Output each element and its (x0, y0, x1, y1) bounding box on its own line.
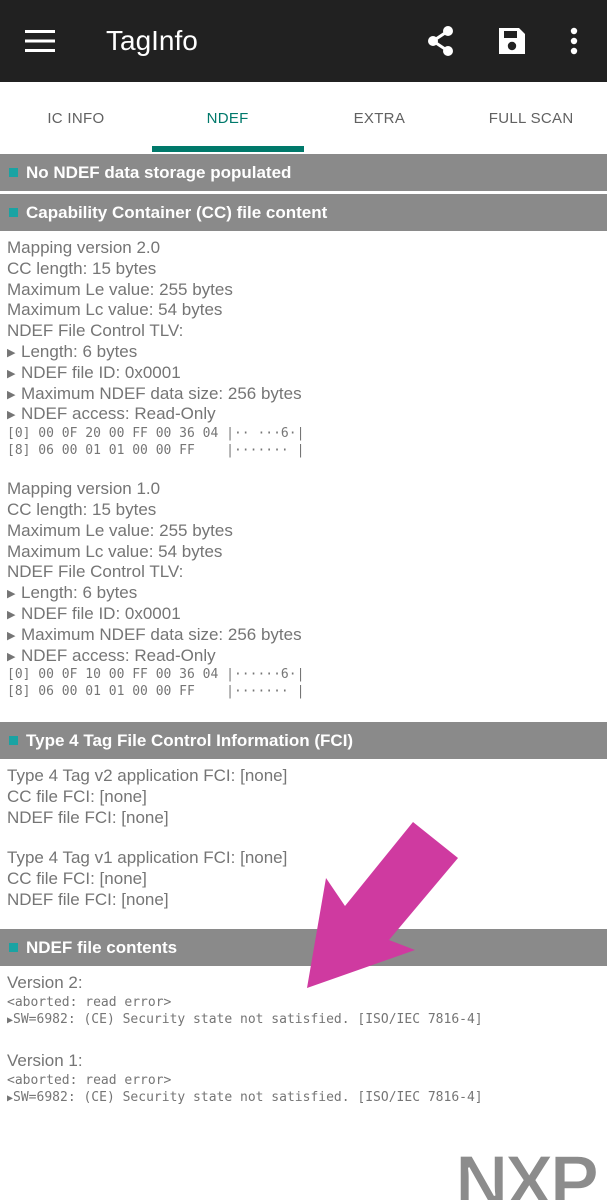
section-marker-icon (9, 168, 18, 177)
cc-v2-tlv: NDEF File Control TLV: (7, 321, 184, 341)
section-header-ndef-file: NDEF file contents (0, 929, 607, 966)
cc-v2-length: CC length: 15 bytes (7, 258, 157, 278)
cc-v1-tlv: NDEF File Control TLV: (7, 562, 184, 582)
nxp-logo: NXP (454, 1139, 607, 1200)
tab-ndef[interactable]: NDEF (206, 109, 249, 127)
section-marker-icon (9, 943, 18, 952)
cc-v2-max-lc: Maximum Lc value: 54 bytes (7, 300, 223, 320)
section-header-no-ndef: No NDEF data storage populated (0, 154, 607, 191)
bullet-triangle-icon: ▶ (7, 629, 16, 642)
tab-bar: IC INFO NDEF EXTRA FULL SCAN (0, 82, 607, 154)
section-title: NDEF file contents (26, 937, 178, 957)
cc-v2-max-le: Maximum Le value: 255 bytes (7, 279, 233, 299)
section-title: No NDEF data storage populated (26, 162, 292, 182)
cc-v1-length: CC length: 15 bytes (7, 499, 157, 519)
save-icon[interactable] (489, 18, 535, 64)
bullet-triangle-icon: ▶ (7, 1014, 14, 1026)
fci-v2-app: Type 4 Tag v2 application FCI: [none] (7, 766, 288, 785)
bullet-triangle-icon: ▶ (7, 367, 16, 380)
bullet-triangle-icon: ▶ (7, 1092, 14, 1104)
bullet-triangle-icon: ▶ (7, 650, 16, 663)
ndef-file-content: Version 2: <aborted: read error> ▶SW=698… (7, 973, 602, 1106)
cc-v2-file-id: ▶NDEF file ID: 0x0001 (7, 363, 602, 384)
bullet-triangle-icon: ▶ (7, 409, 16, 422)
tab-extra[interactable]: EXTRA (353, 109, 406, 127)
fci-v2-cc: CC file FCI: [none] (7, 786, 147, 806)
fci-v1-cc: CC file FCI: [none] (7, 869, 147, 889)
cc-v1-max-le: Maximum Le value: 255 bytes (7, 520, 233, 540)
cc-v2-mapping: Mapping version 2.0 (7, 238, 161, 257)
cc-v1-hex-row-8: [8] 06 00 01 01 00 00 FF |······· | (7, 684, 305, 700)
fci-content: Type 4 Tag v2 application FCI: [none] CC… (7, 766, 602, 911)
cc-content: Mapping version 2.0 CC length: 15 bytes … (7, 238, 602, 700)
fci-v1-app: Type 4 Tag v1 application FCI: [none] (7, 848, 288, 868)
ndef-v2-sw: ▶SW=6982: (CE) Security state not satisf… (7, 1011, 483, 1027)
cc-v1-hex-row-0: [0] 00 0F 10 00 FF 00 36 04 |······6·| (7, 667, 305, 683)
fci-v1-ndef: NDEF file FCI: [none] (7, 889, 169, 909)
ndef-v2-version: Version 2: (7, 973, 83, 992)
hamburger-menu-icon[interactable] (14, 16, 66, 66)
ndef-v2-aborted: <aborted: read error> (7, 994, 172, 1010)
tab-active-indicator (152, 146, 304, 152)
cc-v2-max-size: ▶Maximum NDEF data size: 256 bytes (7, 384, 602, 405)
cc-v1-tlv-length: ▶Length: 6 bytes (7, 583, 602, 604)
app-title: TagInfo (106, 25, 198, 56)
app-bar: TagInfo (0, 0, 607, 82)
cc-v1-max-lc: Maximum Lc value: 54 bytes (7, 541, 223, 561)
fci-v2-ndef: NDEF file FCI: [none] (7, 807, 169, 827)
section-marker-icon (9, 208, 18, 217)
section-title: Capability Container (CC) file content (26, 202, 328, 222)
bullet-triangle-icon: ▶ (7, 346, 16, 359)
cc-v2-tlv-length: ▶Length: 6 bytes (7, 342, 602, 363)
cc-v1-max-size: ▶Maximum NDEF data size: 256 bytes (7, 625, 602, 646)
section-header-fci: Type 4 Tag File Control Information (FCI… (0, 722, 607, 759)
tab-full-scan[interactable]: FULL SCAN (488, 109, 574, 127)
section-marker-icon (9, 736, 18, 745)
ndef-v1-sw: ▶SW=6982: (CE) Security state not satisf… (7, 1089, 483, 1105)
ndef-v1-version: Version 1: (7, 1050, 83, 1070)
bullet-triangle-icon: ▶ (7, 608, 16, 621)
section-header-cc: Capability Container (CC) file content (0, 194, 607, 231)
cc-v2-access: ▶NDEF access: Read-Only (7, 404, 602, 425)
cc-v2-hex-row-8: [8] 06 00 01 01 00 00 FF |······· | (7, 443, 305, 459)
ndef-v1-aborted: <aborted: read error> (7, 1072, 172, 1088)
cc-v2-hex-row-0: [0] 00 0F 20 00 FF 00 36 04 |·· ···6·| (7, 426, 305, 442)
cc-v1-mapping: Mapping version 1.0 (7, 479, 161, 499)
tab-ic-info[interactable]: IC INFO (47, 109, 105, 127)
more-vert-icon[interactable] (551, 18, 597, 64)
svg-text:NXP: NXP (455, 1145, 597, 1200)
bullet-triangle-icon: ▶ (7, 388, 16, 401)
section-title: Type 4 Tag File Control Information (FCI… (26, 730, 354, 750)
bullet-triangle-icon: ▶ (7, 588, 16, 601)
share-icon[interactable] (418, 18, 464, 64)
cc-v1-file-id: ▶NDEF file ID: 0x0001 (7, 604, 602, 625)
cc-v1-access: ▶NDEF access: Read-Only (7, 646, 602, 667)
